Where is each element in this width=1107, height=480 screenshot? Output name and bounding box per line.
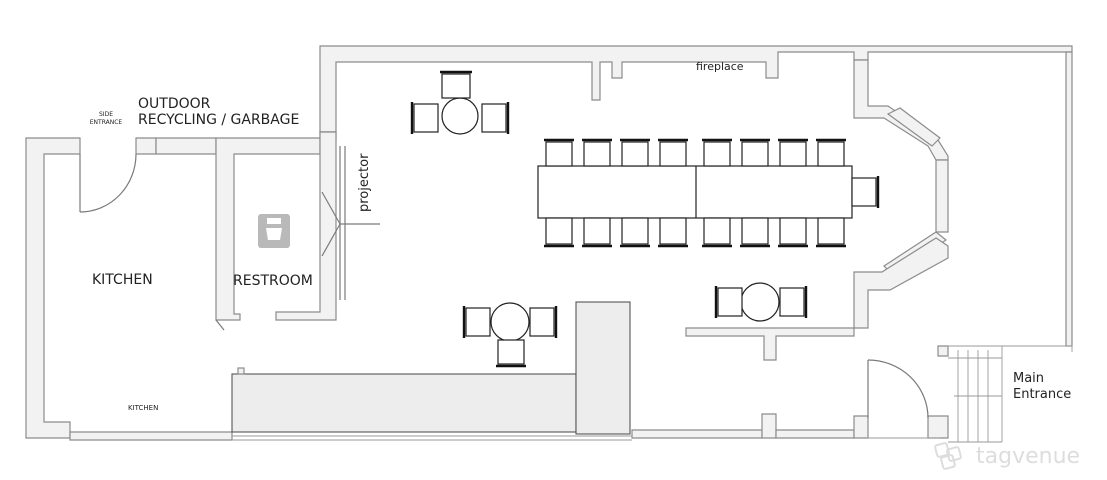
side-door-swing	[79, 153, 137, 213]
main-entrance-label-line2: Entrance	[1013, 387, 1071, 402]
banquet-chair-bottom	[621, 217, 649, 245]
kitchen-small-label: KITCHEN	[128, 404, 158, 412]
kitchen-top-wall-right	[135, 137, 157, 155]
head-chair	[851, 176, 880, 208]
banquet-chair-bottom	[817, 217, 845, 245]
bottom-wall-right3	[775, 429, 855, 439]
bottom-wall-right2	[761, 413, 777, 439]
toilet-icon	[258, 214, 290, 248]
round-table-bottom-left	[462, 302, 558, 368]
doors	[79, 153, 929, 419]
side-entrance-label-line2: ENTRANCE	[90, 119, 123, 126]
banquet-table	[537, 165, 853, 219]
banquet-chair-top	[703, 141, 731, 167]
wall-detail	[232, 345, 1073, 441]
banquet-chair-top	[545, 141, 573, 167]
outdoor-label-line2: RECYCLING / GARBAGE	[138, 112, 299, 128]
restroom-label: RESTROOM	[233, 273, 313, 289]
walls	[25, 45, 1073, 441]
entrance-wall	[937, 345, 949, 357]
projector-label: projector	[357, 153, 372, 212]
banquet-chair-bottom	[703, 217, 731, 245]
bay-window-upper	[886, 107, 941, 147]
round-table-right	[714, 282, 808, 322]
counter-post	[237, 367, 245, 375]
outdoor-label-line1: OUTDOOR	[138, 96, 211, 112]
banquet-table-group	[537, 138, 880, 248]
banquet-chair-bottom	[659, 217, 687, 245]
projector-screen	[321, 146, 380, 300]
labels: OUTDOOR RECYCLING / GARBAGE SIDE ENTRANC…	[90, 60, 1071, 412]
bottom-wall	[69, 431, 233, 441]
watermark-brand: tagvenue	[976, 444, 1080, 469]
banquet-chair-top	[817, 141, 845, 167]
banquet-chair-top	[621, 141, 649, 167]
banquet-chair-bottom	[545, 217, 573, 245]
banquet-chair-top	[741, 141, 769, 167]
kitchen-top-wall	[25, 137, 81, 439]
kitchen-label: KITCHEN	[92, 272, 153, 288]
tagvenue-logo-icon	[934, 442, 962, 470]
entrance-door-swing	[867, 359, 929, 419]
round-table-top-left	[410, 70, 510, 135]
bottom-wall-right5	[927, 415, 949, 439]
watermark: tagvenue	[934, 442, 1080, 470]
main-entrance-label-line1: Main	[1013, 371, 1044, 386]
banquet-chair-bottom	[583, 217, 611, 245]
bay-wall-lower	[853, 237, 949, 329]
side-entrance-label-line1: SIDE	[99, 111, 113, 118]
restroom-door-leaf	[215, 319, 225, 331]
window-outdoor	[155, 137, 217, 155]
partition-wall	[685, 327, 855, 361]
bottom-wall-right	[631, 429, 763, 439]
banquet-chair-top	[779, 141, 807, 167]
top-wall	[319, 45, 1073, 133]
banquet-chair-bottom	[779, 217, 807, 245]
entrance-steps	[948, 346, 1003, 443]
restroom-right-wall	[275, 131, 337, 321]
bar-counter	[575, 301, 631, 435]
right-wall	[1065, 51, 1073, 347]
counters	[231, 301, 631, 435]
banquet-chairs	[544, 138, 846, 248]
bottom-wall-right4	[853, 415, 869, 439]
banquet-chair-top	[659, 141, 687, 167]
bay-window-right	[935, 159, 949, 233]
banquet-chair-bottom	[741, 217, 769, 245]
fireplace-label: fireplace	[696, 60, 744, 73]
banquet-chair-top	[583, 141, 611, 167]
kitchen-counter	[231, 373, 577, 433]
